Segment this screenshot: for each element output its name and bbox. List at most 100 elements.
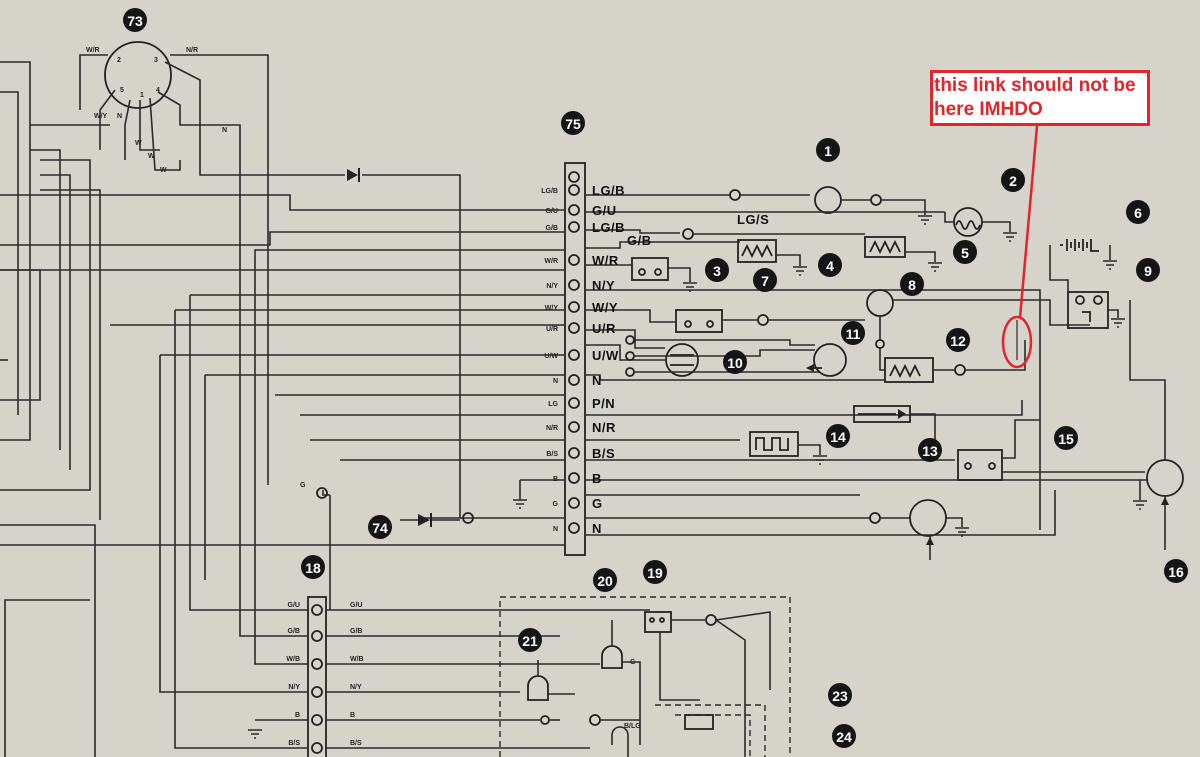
terminal-75-label: W/R — [592, 253, 619, 268]
harness-to-75 — [0, 194, 565, 690]
terminal-75-label: B — [592, 471, 602, 486]
svg-text:16: 16 — [1168, 564, 1184, 580]
terminal-75-pin — [568, 421, 580, 433]
annotation-box — [930, 70, 1150, 126]
callout-badge-75: 75 — [561, 111, 585, 135]
highlight-ellipse — [1001, 315, 1033, 369]
terminal-75-wire-label: N/Y — [546, 283, 558, 290]
svg-text:W: W — [135, 140, 142, 147]
svg-text:75: 75 — [565, 116, 581, 132]
terminal-75-label: N/Y — [592, 278, 615, 293]
terminal-18-left-label: N/Y — [288, 684, 300, 691]
terminal-75-pin — [568, 322, 580, 334]
connector-75 — [564, 162, 586, 556]
terminal-75-pin — [568, 472, 580, 484]
terminal-75-label: G — [592, 496, 603, 511]
callout-badge-14: 14 — [826, 424, 850, 448]
svg-text:1: 1 — [140, 92, 144, 99]
terminal-75-wire-label: B/S — [546, 451, 558, 458]
connector-18 — [159, 596, 650, 757]
wire-label-g: G — [300, 482, 306, 489]
svg-text:N: N — [222, 127, 227, 134]
terminal-75-pin — [568, 254, 580, 266]
svg-text:N: N — [117, 113, 122, 120]
terminal-18-right-label: G/B — [350, 628, 362, 635]
terminal-75-label: W/Y — [592, 300, 618, 315]
callout-badge-2: 2 — [1001, 168, 1025, 192]
svg-text:6: 6 — [1134, 205, 1142, 221]
terminal-18-pin — [311, 742, 323, 754]
terminal-75-pin — [568, 301, 580, 313]
terminal-75-wire-label: W/Y — [545, 305, 559, 312]
svg-text:15: 15 — [1058, 431, 1074, 447]
callout-badge-12: 12 — [946, 328, 970, 352]
terminal-75-wire-label: W/R — [544, 258, 558, 265]
terminal-18-pin — [311, 630, 323, 642]
svg-text:19: 19 — [647, 565, 663, 581]
terminal-75-wire-label: LG/B — [541, 188, 558, 195]
svg-text:5: 5 — [961, 245, 969, 261]
callout-badge-15: 15 — [1054, 426, 1078, 450]
terminal-75-wire-label: G — [553, 501, 559, 508]
terminal-75-pin — [568, 171, 580, 183]
terminal-18-left-label: G/B — [288, 628, 300, 635]
terminal-75-wire-label: B — [553, 476, 558, 483]
svg-text:W/R: W/R — [86, 47, 100, 54]
terminal-18-right-label: B/S — [350, 740, 362, 747]
svg-text:74: 74 — [372, 520, 388, 536]
diode-74 — [400, 513, 460, 527]
terminal-75-wire-label: G/U — [546, 208, 558, 215]
callout-badge-13: 13 — [918, 438, 942, 462]
svg-text:3: 3 — [713, 263, 721, 279]
terminal-18-left-label: B — [295, 712, 300, 719]
terminal-75-wire-label: N — [553, 526, 558, 533]
terminal-18-right-label: G/U — [350, 602, 362, 609]
terminal-75-pin — [568, 522, 580, 534]
terminal-75-pin — [568, 221, 580, 233]
terminal-18-pin — [311, 714, 323, 726]
callout-badge-7: 7 — [753, 268, 777, 292]
svg-text:4: 4 — [826, 258, 834, 274]
wire-label-b-lg: B/LG — [624, 723, 641, 730]
svg-text:24: 24 — [836, 729, 852, 745]
terminal-75-label: P/N — [592, 396, 615, 411]
terminal-75-label: B/S — [592, 446, 615, 461]
callout-badge-8: 8 — [900, 272, 924, 296]
svg-text:2: 2 — [1009, 173, 1017, 189]
terminal-18-left-label: W/B — [286, 656, 300, 663]
terminal-75-pin — [568, 184, 580, 196]
terminal-75-wire-label: G/B — [546, 225, 558, 232]
connector-75-labels: LG/BLG/BG/UG/ULG/BG/BW/RW/RN/YN/YW/YW/YU… — [541, 183, 625, 536]
svg-text:2: 2 — [117, 57, 121, 64]
svg-text:3: 3 — [154, 57, 158, 64]
component-20-label: G — [630, 659, 636, 666]
callout-badge-20: 20 — [593, 568, 617, 592]
terminal-75-label: LG/B — [592, 183, 625, 198]
svg-text:8: 8 — [908, 277, 916, 293]
terminal-75-pin — [568, 447, 580, 459]
svg-text:12: 12 — [950, 333, 966, 349]
svg-text:N/R: N/R — [186, 47, 198, 54]
callout-badge-21: 21 — [518, 628, 542, 652]
terminal-75-label: N/R — [592, 420, 616, 435]
annotation-text: this link should not be here IMHDO — [934, 75, 1136, 120]
terminal-75-pin — [568, 349, 580, 361]
terminal-18-right-label: N/Y — [350, 684, 362, 691]
callout-badge-23: 23 — [828, 683, 852, 707]
svg-text:7: 7 — [761, 273, 769, 289]
callout-badge-73: 73 — [123, 8, 147, 32]
right-wires — [585, 186, 1184, 560]
terminal-18-right-label: W/B — [350, 656, 364, 663]
svg-text:18: 18 — [305, 560, 321, 576]
callout-badge-4: 4 — [818, 253, 842, 277]
svg-text:14: 14 — [830, 429, 846, 445]
terminal-75-label: U/W — [592, 348, 619, 363]
callout-badge-9: 9 — [1136, 258, 1160, 282]
annotation-pointer — [1018, 125, 1039, 319]
wire-label-g-b: G/B — [627, 233, 652, 248]
callout-badge-6: 6 — [1126, 200, 1150, 224]
